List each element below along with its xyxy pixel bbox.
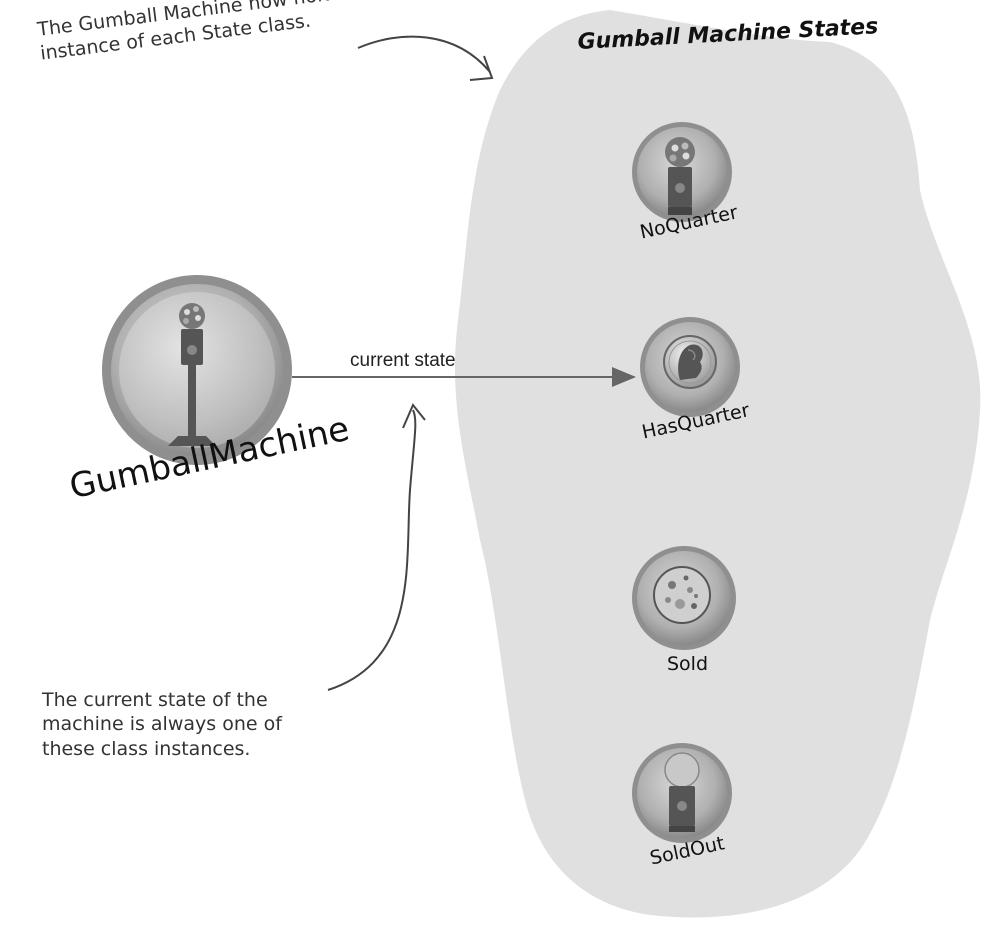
edge-label-current-state: current state bbox=[350, 350, 456, 371]
gumball-icon bbox=[653, 566, 711, 624]
annotation-bottom-arrow bbox=[327, 409, 417, 691]
annotation-bottom-line3: these class instances. bbox=[42, 737, 251, 760]
states-region bbox=[455, 10, 981, 918]
state-noquarter-node bbox=[632, 122, 732, 222]
state-sold-node bbox=[632, 546, 736, 650]
annotation-bottom-line1: The current state of the bbox=[42, 689, 268, 711]
empty-gumball-machine-icon bbox=[664, 752, 700, 832]
gumball-machine-icon bbox=[665, 137, 695, 215]
state-soldout-node bbox=[632, 743, 732, 843]
annotation-bottom-arrowhead bbox=[402, 403, 426, 429]
annotation-bottom: The current state of the machine is alwa… bbox=[42, 688, 342, 761]
state-hasquarter-node bbox=[640, 317, 740, 417]
gumballmachine-node bbox=[102, 275, 292, 465]
quarter-coin-icon bbox=[663, 335, 717, 389]
gumball-machine-icon bbox=[168, 303, 216, 446]
state-label-sold: Sold bbox=[667, 653, 709, 675]
annotation-top-arrow bbox=[357, 35, 491, 73]
annotation-top-arrowhead bbox=[469, 55, 494, 81]
annotation-bottom-line2: machine is always one of bbox=[42, 713, 282, 736]
